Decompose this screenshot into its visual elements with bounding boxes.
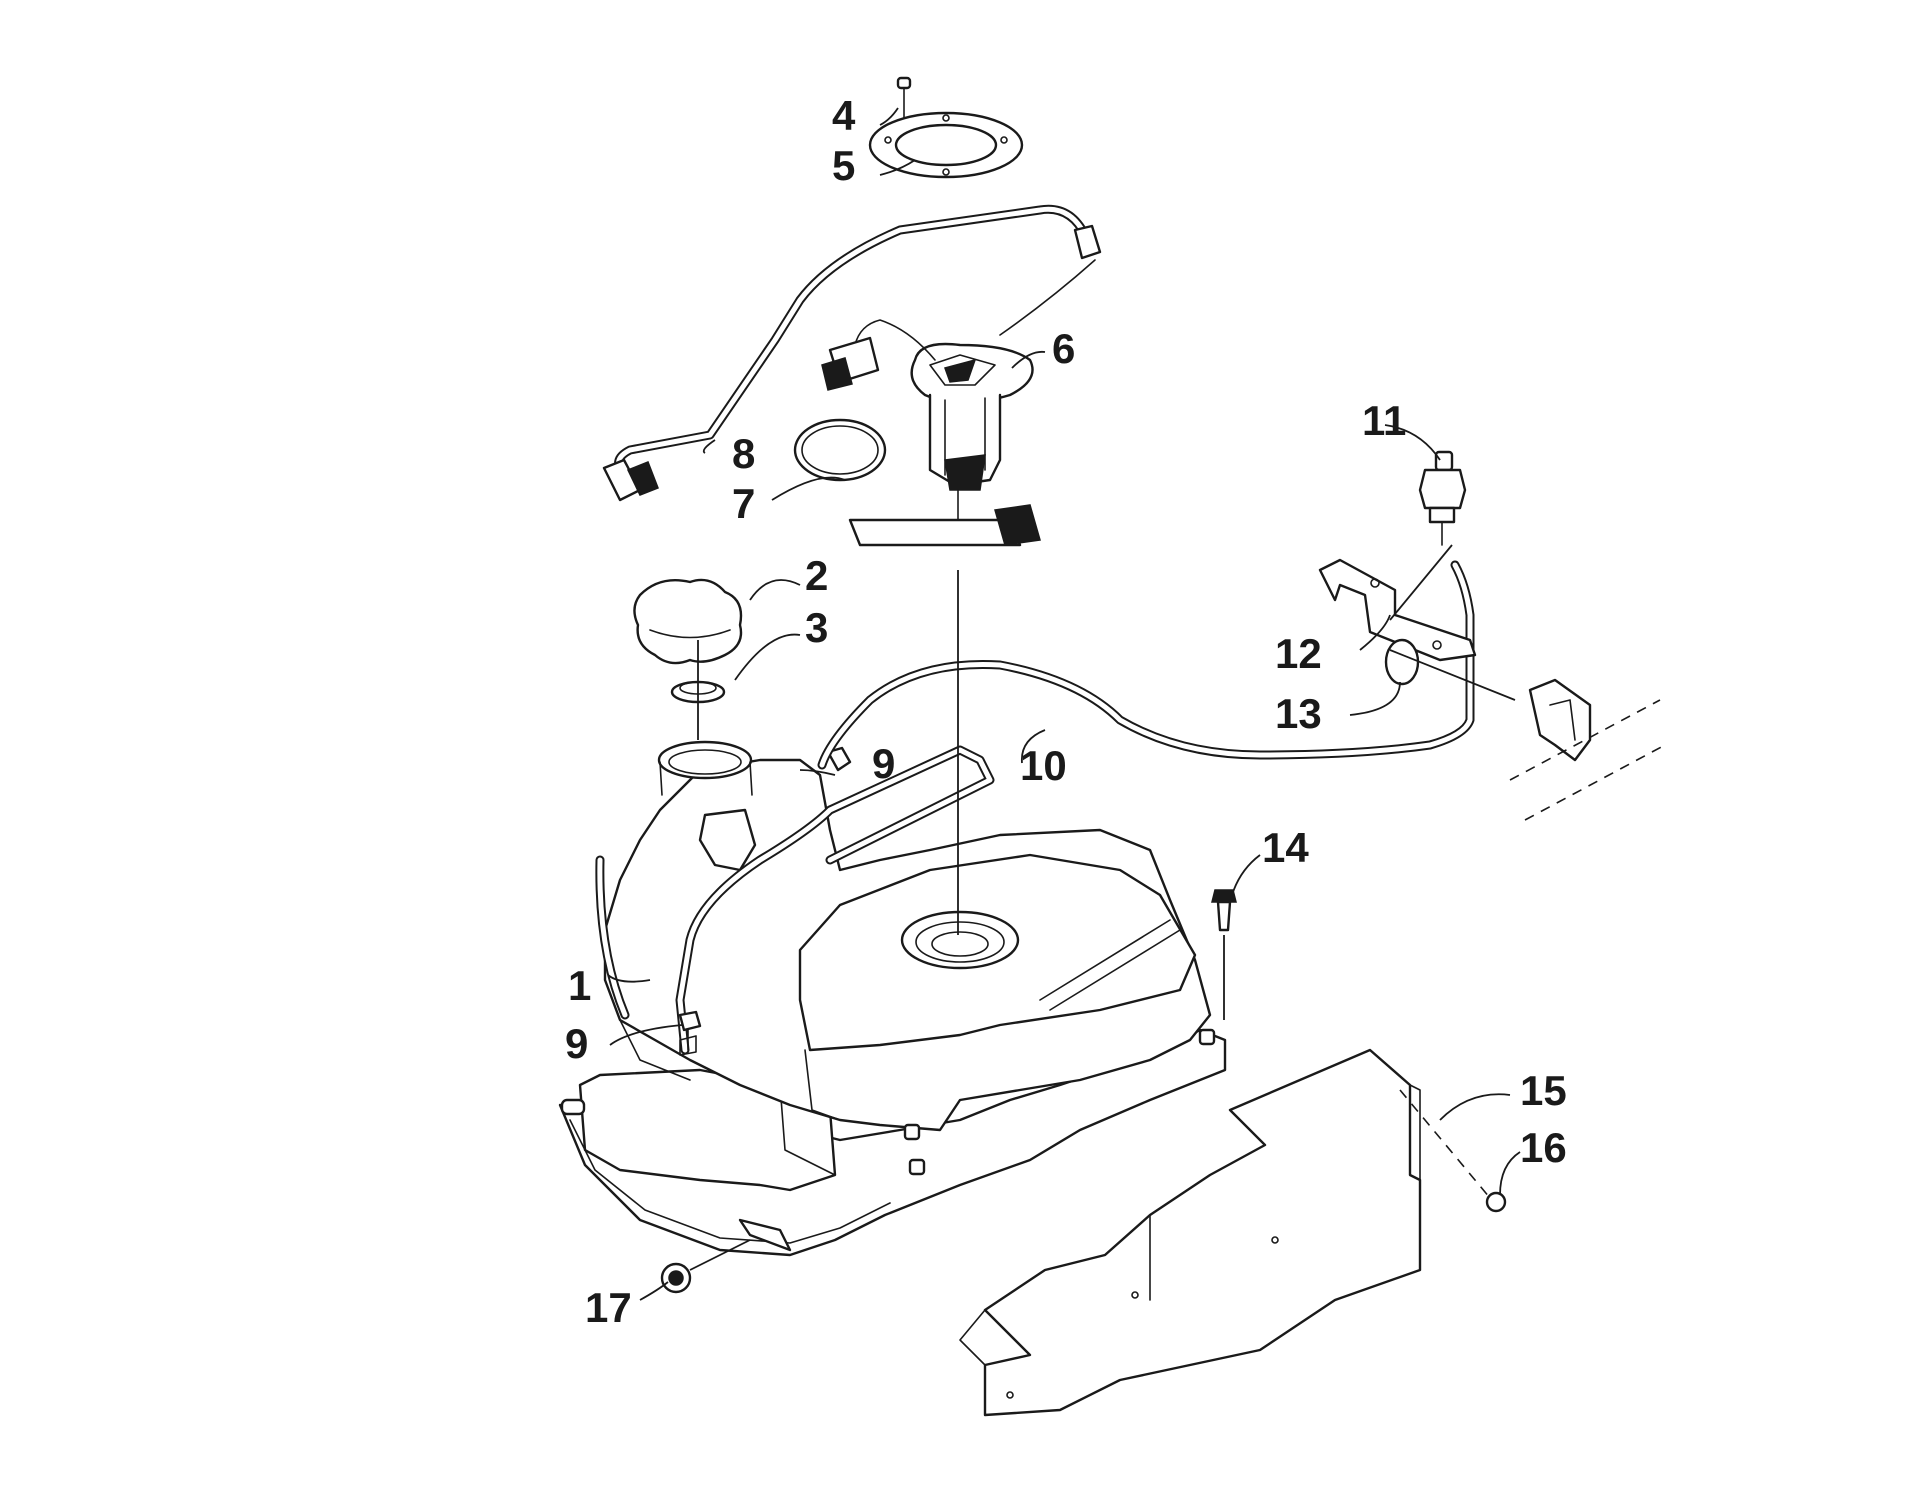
fuel-line [602,204,1102,502]
vent-filter [1418,450,1467,546]
assembly-lines [689,544,1516,1271]
callout-8: 8 [732,430,755,477]
o-ring [793,418,887,482]
hose-clip [1384,638,1420,686]
callout-16: 16 [1520,1124,1567,1171]
callout-13: 13 [1275,690,1322,737]
callout-leaders [607,107,1521,1301]
fuel-pump [821,319,1041,547]
callout-3: 3 [805,604,828,651]
callout-10: 10 [1020,742,1067,789]
grommet [660,1262,692,1294]
callout-5: 5 [832,142,855,189]
fuel-cap [633,578,743,665]
callout-15: 15 [1520,1067,1567,1114]
callout-11: 11 [1362,397,1406,444]
fuel-tank [558,740,1227,1257]
fitting-lower [678,1010,702,1056]
callout-7: 7 [732,480,755,527]
heat-shield [959,1048,1422,1417]
callout-14: 14 [1262,824,1309,871]
vent-hose [817,560,1475,770]
callout-1: 1 [568,962,591,1009]
callout-2: 2 [805,552,828,599]
lock-ring [868,111,1024,179]
fitting-upper [826,746,852,772]
rivet-14 [1211,889,1237,932]
callout-9a: 9 [872,740,895,787]
callout-12: 12 [1275,630,1322,677]
callout-17: 17 [585,1284,632,1331]
callout-6: 6 [1052,325,1075,372]
callout-labels: 1 2 3 4 5 6 7 8 9 9 10 11 12 13 14 15 16… [565,92,1567,1331]
callout-4: 4 [832,92,856,139]
mounting-bracket [1318,558,1477,662]
screw-16 [1485,1191,1507,1213]
frame-mount [1509,678,1666,821]
callout-9b: 9 [565,1020,588,1067]
